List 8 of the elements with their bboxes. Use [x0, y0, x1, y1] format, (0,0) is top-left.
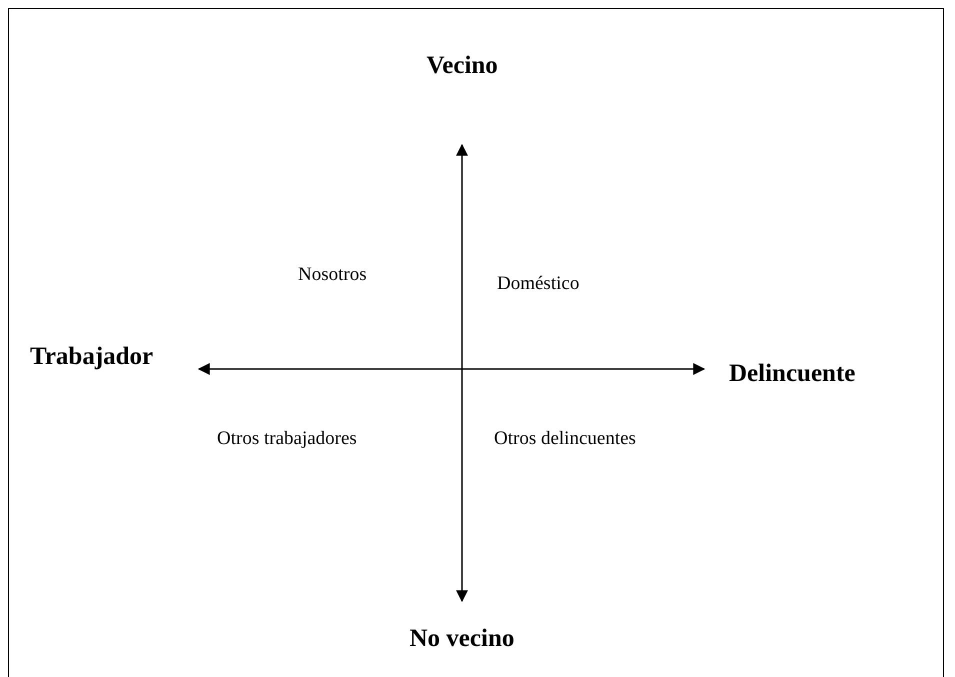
axis-label: Trabajador — [30, 343, 154, 370]
axis-label: Vecino — [426, 52, 498, 80]
quadrant-label: Nosotros — [298, 265, 367, 286]
axis-label: Delincuente — [729, 360, 856, 388]
quadrant-label: Doméstico — [497, 274, 580, 295]
quadrant-label: Otros trabajadores — [217, 429, 357, 450]
axis-label: No vecino — [410, 625, 514, 652]
quadrant-label: Otros delincuentes — [494, 429, 636, 450]
